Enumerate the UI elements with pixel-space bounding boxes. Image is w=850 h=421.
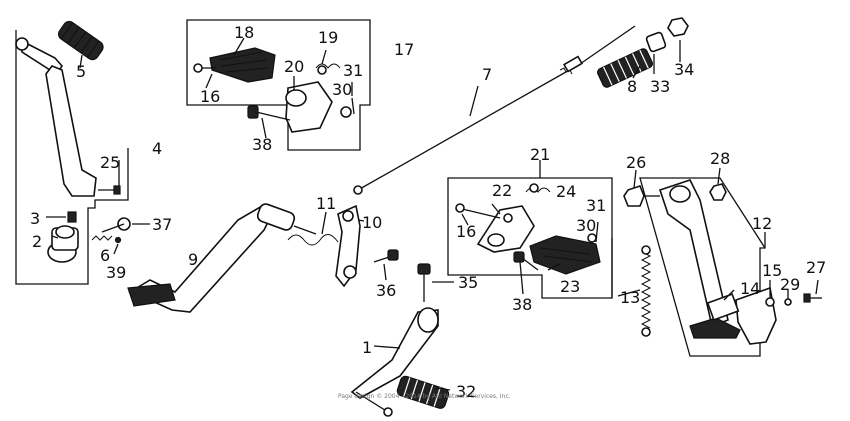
label-24: 24: [556, 182, 576, 201]
label-1: 1: [362, 338, 372, 357]
group-12-side-stand: [623, 177, 822, 357]
label-14: 14: [740, 279, 760, 298]
label-25: 25: [100, 153, 120, 172]
label-13: 13: [620, 288, 640, 307]
brake-pedal: [127, 203, 399, 313]
leader-lines: [46, 37, 819, 391]
label-3: 3: [30, 209, 40, 228]
label-29: 29: [780, 275, 800, 294]
copyright-notice: Page design © 2004 - 2014 by ARI Network…: [338, 393, 511, 400]
label-17: 17: [394, 40, 414, 59]
group-17-footpeg: [186, 19, 371, 151]
label-39: 39: [106, 263, 126, 282]
label-10: 10: [362, 213, 382, 232]
label-32: 32: [456, 382, 476, 401]
label-38-left: 38: [252, 135, 272, 154]
label-26: 26: [626, 153, 646, 172]
label-35: 35: [458, 273, 478, 292]
label-22: 22: [492, 181, 512, 200]
label-16-left: 16: [200, 87, 220, 106]
label-21: 21: [530, 145, 550, 164]
label-31-right: 31: [586, 196, 606, 215]
kick-arm-lower: [350, 263, 450, 417]
label-34: 34: [674, 60, 694, 79]
label-30-right: 30: [576, 216, 596, 235]
label-20: 20: [284, 57, 304, 76]
label-16-right: 16: [456, 222, 476, 241]
label-6: 6: [100, 246, 110, 265]
label-8: 8: [627, 77, 637, 96]
label-28: 28: [710, 149, 730, 168]
part-labels: 1 2 3 4 5 6 7 8 9 10 11 12 13 14 15 16 1…: [30, 23, 826, 401]
label-18: 18: [234, 23, 254, 42]
cable-assembly: [353, 17, 689, 195]
group-4-kick-arm: [15, 20, 131, 285]
group-21-footpeg: [447, 160, 613, 299]
label-23: 23: [560, 277, 580, 296]
label-27: 27: [806, 258, 826, 277]
label-9: 9: [188, 250, 198, 269]
label-19: 19: [318, 28, 338, 47]
label-5: 5: [76, 62, 86, 81]
label-31-left: 31: [343, 61, 363, 80]
label-33: 33: [650, 77, 670, 96]
label-2: 2: [32, 232, 42, 251]
label-36: 36: [376, 281, 396, 300]
label-12: 12: [752, 214, 772, 233]
label-38-right: 38: [512, 295, 532, 314]
label-30-left: 30: [332, 80, 352, 99]
label-4: 4: [152, 139, 162, 158]
label-15: 15: [762, 261, 782, 280]
label-7: 7: [482, 65, 492, 84]
label-11: 11: [316, 194, 336, 213]
label-37: 37: [152, 215, 172, 234]
